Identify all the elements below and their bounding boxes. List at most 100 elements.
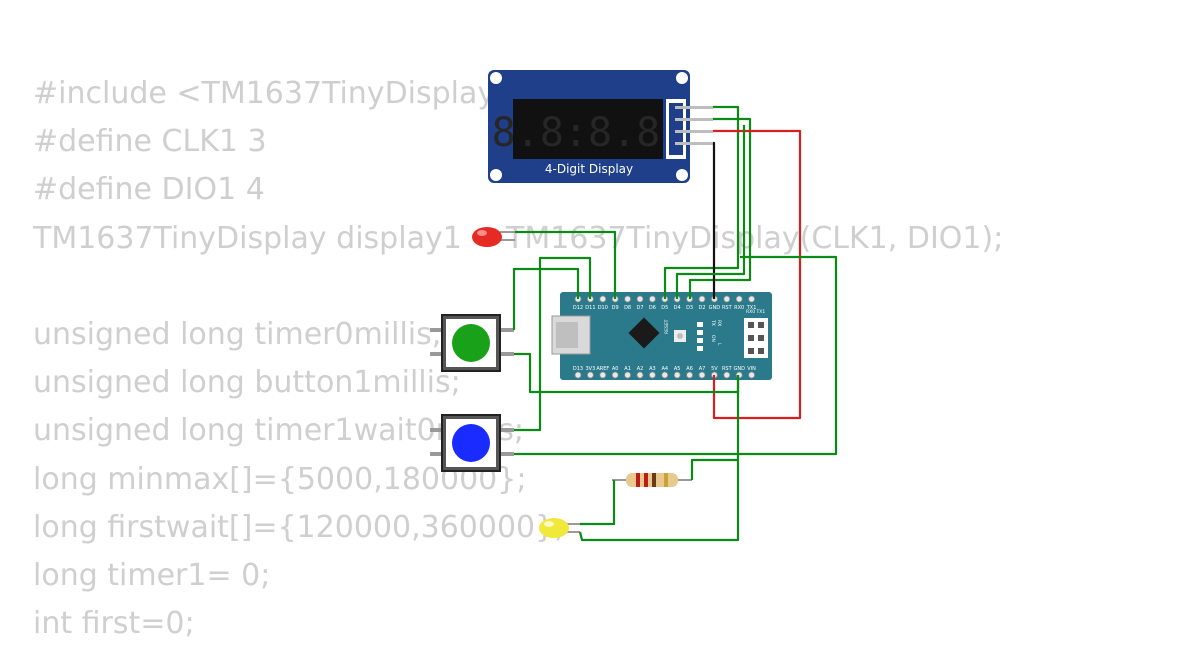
icsp-pin xyxy=(758,322,764,328)
nano-top-pin-label: D4 xyxy=(674,305,681,311)
button-leg xyxy=(430,352,444,356)
nano-top-pin-label: D3 xyxy=(686,305,693,311)
nano-bottom-pin[interactable] xyxy=(686,371,693,379)
nano-bottom-pin-label: A1 xyxy=(624,366,631,372)
nano-bottom-pin[interactable] xyxy=(649,371,656,379)
nano-bottom-pin[interactable] xyxy=(723,371,731,379)
mount-hole xyxy=(490,169,502,181)
wire-blue-button xyxy=(514,256,592,432)
icsp-pin xyxy=(748,322,754,328)
code-line: long timer1= 0; xyxy=(33,557,271,593)
icsp-pin xyxy=(758,335,764,341)
code-line: unsigned long timer0millis; xyxy=(33,316,442,352)
mount-hole xyxy=(490,72,502,84)
red-led[interactable] xyxy=(472,227,515,247)
nano-top-pin[interactable] xyxy=(636,295,644,303)
nano-bottom-pin[interactable] xyxy=(624,371,631,379)
button-leg xyxy=(500,352,514,356)
icsp-pin xyxy=(748,348,754,354)
yellow-led[interactable] xyxy=(539,518,580,538)
green-push-button[interactable] xyxy=(430,314,514,372)
wire-display-dio xyxy=(688,117,752,299)
nano-bottom-pin-label: A5 xyxy=(674,366,681,372)
nano-bottom-pin[interactable] xyxy=(611,371,619,379)
nano-top-pin-label: D9 xyxy=(612,305,619,311)
nano-top-pin-label: TX1 xyxy=(746,305,757,311)
display-pin-header-inner xyxy=(669,103,683,155)
button-leg xyxy=(430,452,444,456)
mcu-chip xyxy=(628,317,660,349)
circuit-diagram: 8.8:8.8. 4-Digit Display RESET TX RX ON … xyxy=(430,70,838,542)
nano-bottom-pin-label: A3 xyxy=(649,366,656,372)
nano-bottom-pin-label: 3V3 xyxy=(586,366,596,372)
nano-top-pin[interactable] xyxy=(599,295,607,303)
nano-top-pin[interactable] xyxy=(748,295,755,303)
wire-red-led xyxy=(515,230,617,299)
wires xyxy=(512,105,838,542)
nano-top-pin-label: D12 xyxy=(573,305,583,311)
button-leg xyxy=(430,428,444,432)
display-pin xyxy=(675,106,713,109)
status-led xyxy=(697,338,703,343)
nano-bottom-pin[interactable] xyxy=(636,371,644,379)
nano-top-pin-label: D7 xyxy=(636,305,643,311)
nano-top-pin[interactable] xyxy=(723,295,731,303)
nano-bottom-pin-label: A2 xyxy=(637,366,644,372)
code-line: unsigned long button1millis; xyxy=(33,365,461,401)
blue-push-button[interactable] xyxy=(430,414,514,472)
icsp-header xyxy=(744,318,768,358)
rx-led-label: RX xyxy=(716,320,722,326)
four-digit-display[interactable]: 8.8:8.8. 4-Digit Display xyxy=(488,70,713,183)
usb-connector-inner xyxy=(556,322,578,348)
status-led xyxy=(697,322,703,327)
nano-bottom-pin-label: RST xyxy=(722,366,733,372)
code-line: #define DIO1 4 xyxy=(33,172,265,208)
mount-hole xyxy=(676,72,688,84)
nano-top-pin-label: D6 xyxy=(649,305,656,311)
nano-top-pin-label: D11 xyxy=(585,305,595,311)
wire-display-aux xyxy=(675,125,746,299)
wire-yellow-led-resistor xyxy=(580,480,616,526)
tx-led-label: TX xyxy=(710,319,716,326)
nano-bottom-pin[interactable] xyxy=(673,371,681,379)
reset-button-cap xyxy=(677,333,683,339)
icsp-pin xyxy=(758,348,764,354)
display-label: 4-Digit Display xyxy=(545,162,633,176)
on-led-label: ON xyxy=(710,335,716,342)
nano-top-pin-label: RX0 xyxy=(734,305,744,311)
resistor-band xyxy=(664,473,668,487)
nano-top-pin[interactable] xyxy=(649,295,656,303)
resistor[interactable] xyxy=(612,473,692,487)
button-leg xyxy=(430,328,444,332)
nano-bottom-pin[interactable] xyxy=(661,371,669,379)
nano-top-pin[interactable] xyxy=(735,295,743,303)
green-button-cap xyxy=(452,324,490,362)
nano-board xyxy=(560,292,772,380)
nano-bottom-pin-label: VIN xyxy=(747,366,756,372)
wire-resistor-pin xyxy=(690,458,737,480)
display-digits: 8.8:8.8. xyxy=(492,110,685,156)
display-pin xyxy=(675,130,713,133)
nano-top-pin[interactable] xyxy=(624,295,631,303)
nano-bottom-pin[interactable] xyxy=(587,371,594,379)
display-pin xyxy=(675,118,713,121)
l-led-label: L xyxy=(716,343,722,346)
nano-top-pin-label: GND xyxy=(709,305,721,311)
nano-top-pin-label: D10 xyxy=(598,305,608,311)
yellow-led-highlight xyxy=(544,521,554,527)
nano-bottom-pin[interactable] xyxy=(574,371,582,379)
nano-top-pin[interactable] xyxy=(698,295,706,303)
nano-bottom-pin[interactable] xyxy=(599,371,607,379)
nano-bottom-pin-label: D13 xyxy=(573,366,583,372)
wire-yellow-led-gnd xyxy=(578,375,740,542)
wire-display-vcc xyxy=(712,129,802,420)
nano-bottom-pin[interactable] xyxy=(748,371,755,379)
nano-bottom-pin[interactable] xyxy=(698,371,706,379)
wire-blue-button-gnd xyxy=(514,255,838,456)
nano-bottom-pin-label: A0 xyxy=(612,366,619,372)
code-line: long firstwait[]={120000,360000}; xyxy=(33,509,565,545)
code-line: #define CLK1 3 xyxy=(33,124,267,160)
nano-top-pin-label: RST xyxy=(722,305,733,311)
status-led xyxy=(697,346,703,351)
